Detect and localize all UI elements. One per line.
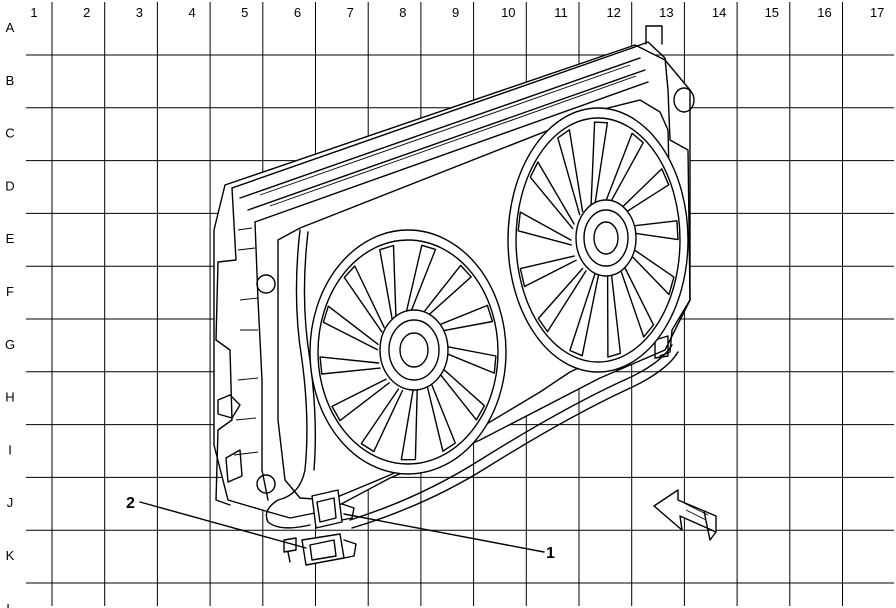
callout-1-leader — [343, 513, 545, 553]
row-label: I — [8, 442, 12, 457]
fan-blade — [425, 378, 456, 452]
column-label: 17 — [870, 5, 884, 20]
fan-blade — [557, 129, 584, 216]
fan-blade — [419, 264, 472, 320]
fan-blade — [379, 244, 397, 320]
row-label: G — [5, 337, 15, 352]
right-cooling-fan — [507, 107, 689, 373]
column-label: 11 — [554, 5, 568, 20]
fan-blade — [437, 344, 497, 374]
column-label: 2 — [83, 5, 90, 20]
row-label: F — [6, 284, 14, 299]
fan-blade — [519, 255, 577, 288]
callout-2-label: 2 — [126, 495, 135, 512]
column-label: 5 — [241, 5, 248, 20]
fan-shroud — [277, 99, 673, 501]
fan-blade — [606, 269, 622, 358]
right-fan-blades — [517, 121, 679, 358]
fan-blade — [331, 378, 390, 422]
column-label: 9 — [452, 5, 459, 20]
row-label: J — [7, 495, 14, 510]
column-label: 7 — [347, 5, 354, 20]
row-label: C — [5, 126, 14, 141]
fan-blade — [405, 244, 437, 314]
row-label: L — [6, 601, 13, 608]
callout-1-label: 1 — [546, 545, 555, 562]
fan-blade — [431, 304, 494, 333]
column-label: 4 — [188, 5, 195, 20]
row-label: A — [6, 20, 15, 35]
column-label: 16 — [817, 5, 831, 20]
fan-blade — [614, 168, 670, 218]
row-label: H — [5, 390, 14, 405]
fan-blade — [360, 388, 404, 453]
fan-blade — [537, 267, 587, 333]
connector-2 — [283, 533, 357, 566]
radiator-assembly — [213, 25, 695, 566]
left-tank-fitting-lower — [256, 474, 276, 494]
fan-blade — [617, 258, 655, 338]
forward-arrow-icon — [653, 489, 717, 541]
column-label: 10 — [501, 5, 515, 20]
fan-blade — [569, 273, 600, 357]
radiator-left-tank — [215, 187, 269, 506]
column-label: 13 — [659, 5, 673, 20]
fan-blade — [622, 220, 679, 241]
column-label: 12 — [606, 5, 620, 20]
radiator-right-tank — [631, 41, 691, 357]
row-label: B — [6, 73, 15, 88]
wiring-harness — [265, 229, 311, 529]
fan-blade — [400, 388, 418, 461]
fan-blade — [623, 242, 675, 296]
radiator-top-tank — [231, 47, 649, 223]
connector-1 — [311, 489, 355, 529]
fan-blade — [322, 305, 379, 351]
fan-blade — [435, 362, 486, 421]
row-label: D — [5, 178, 14, 193]
fan-blade — [603, 132, 644, 209]
fan-blade — [590, 121, 609, 208]
row-label: K — [6, 548, 15, 563]
callout-2-leader — [139, 501, 307, 549]
fan-blade — [343, 265, 385, 333]
outlet-pipe — [673, 87, 695, 113]
column-label: 14 — [712, 5, 726, 20]
left-tank-fitting-upper — [256, 274, 276, 294]
column-label: 8 — [399, 5, 406, 20]
left-cooling-fan — [309, 229, 507, 475]
column-label: 1 — [30, 5, 37, 20]
row-label: E — [6, 231, 15, 246]
column-label: 6 — [294, 5, 301, 20]
fan-blade — [529, 161, 575, 230]
row-labels: A B C D E F G H I J K L — [5, 20, 15, 608]
left-fan-blades — [319, 244, 497, 461]
filler-neck — [645, 25, 663, 45]
column-label: 3 — [136, 5, 143, 20]
fan-blade — [517, 211, 572, 246]
fan-blade — [319, 356, 381, 375]
column-label: 15 — [765, 5, 779, 20]
